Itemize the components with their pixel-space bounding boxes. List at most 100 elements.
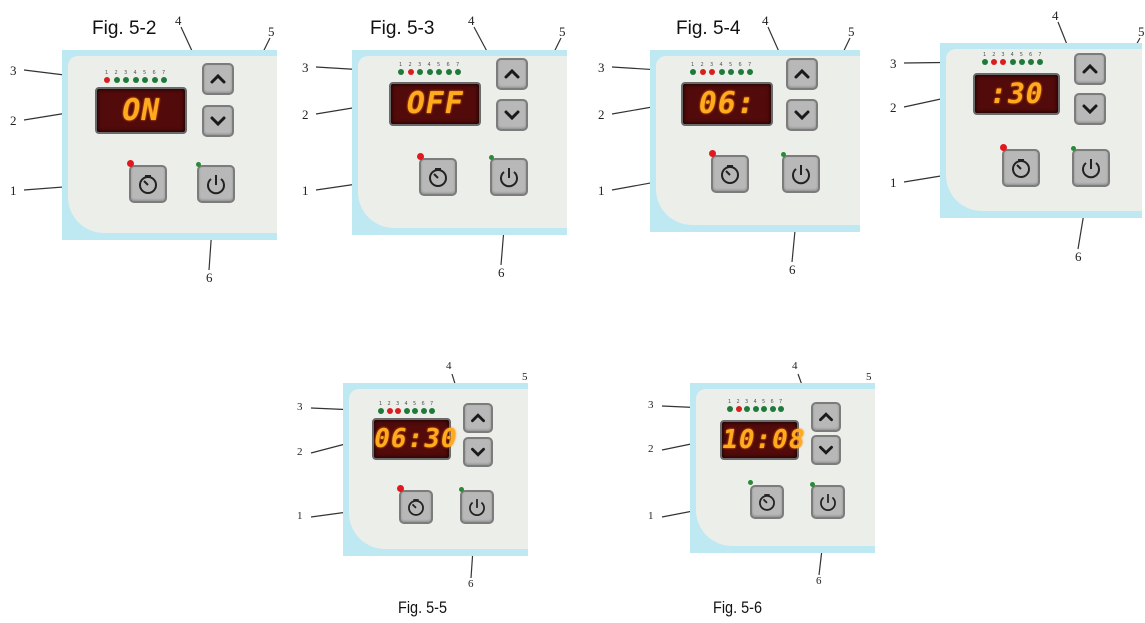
indicator-light-3 (1000, 59, 1007, 65)
down-button[interactable] (463, 437, 493, 467)
callout-3: 3 (302, 60, 309, 75)
callout-6: 6 (468, 578, 474, 590)
callout-4: 4 (468, 13, 475, 28)
indicator-light-6 (445, 69, 452, 75)
indicator-light-3 (744, 406, 750, 412)
power-button[interactable] (1072, 149, 1110, 187)
timer-led (1000, 144, 1007, 151)
indicator-number: 1 (691, 62, 695, 68)
up-button[interactable] (496, 58, 528, 90)
up-button[interactable] (786, 58, 818, 90)
timer-button[interactable] (399, 490, 433, 524)
callout-4: 4 (1052, 8, 1059, 23)
indicator-number: 5 (729, 62, 733, 68)
timer-led (417, 153, 424, 160)
callout-1: 1 (598, 183, 605, 198)
callout-3: 3 (598, 60, 605, 75)
display-text: 10:08 (719, 425, 808, 455)
indicator-light-7 (747, 69, 753, 75)
up-button[interactable] (811, 402, 841, 432)
down-button[interactable] (202, 105, 234, 137)
callout-5: 5 (848, 24, 855, 39)
indicator-light-1 (690, 69, 696, 75)
power-button[interactable] (197, 165, 235, 203)
down-button[interactable] (811, 435, 841, 465)
timer-button[interactable] (1002, 149, 1040, 187)
indicator-number: 6 (770, 399, 774, 405)
indicator-light-2 (699, 69, 706, 75)
indicator-light-1 (378, 408, 384, 414)
indicator-number: 5 (413, 401, 417, 407)
indicator-number: 3 (710, 62, 714, 68)
timer-button[interactable] (419, 158, 457, 196)
power-led (459, 487, 464, 492)
callout-4: 4 (175, 13, 182, 28)
indicator-light-5 (412, 408, 418, 414)
callout-2: 2 (598, 107, 605, 122)
indicator-number: 2 (700, 62, 704, 68)
callout-3: 3 (297, 401, 303, 413)
indicator-light-2 (991, 59, 998, 65)
indicator-number: 6 (738, 62, 742, 68)
indicator-number: 6 (152, 70, 156, 76)
power-led (1071, 146, 1076, 151)
callout-6: 6 (1075, 249, 1082, 264)
indicator-light-6 (151, 77, 158, 83)
indicator-light-7 (455, 69, 461, 75)
indicator-light-3 (417, 69, 423, 75)
down-button[interactable] (496, 99, 528, 131)
callout-3: 3 (648, 399, 654, 411)
indicator-light-7 (778, 406, 784, 412)
callout-1: 1 (302, 183, 309, 198)
callout-1: 1 (297, 510, 303, 522)
led-display: ON (95, 87, 187, 134)
power-button[interactable] (490, 158, 528, 196)
indicator-light-1 (727, 406, 733, 412)
callout-4: 4 (762, 13, 769, 28)
indicator-number: 4 (427, 62, 431, 68)
indicator-number: 1 (379, 401, 383, 407)
indicator-number: 1 (105, 70, 109, 76)
indicator-number: 6 (446, 62, 450, 68)
timer-button[interactable] (711, 155, 749, 193)
power-button[interactable] (811, 485, 845, 519)
indicator-number: 1 (728, 399, 732, 405)
up-button[interactable] (1074, 53, 1106, 85)
callout-6: 6 (206, 270, 213, 285)
indicator-light-5 (142, 77, 148, 83)
indicator-light-5 (1018, 59, 1025, 65)
power-button[interactable] (460, 490, 494, 524)
led-display: 06:30 (371, 418, 460, 460)
power-led (781, 152, 786, 157)
indicator-number: 7 (430, 401, 434, 407)
indicator-number: 5 (762, 399, 766, 405)
timer-button[interactable] (750, 485, 784, 519)
indicator-light-2 (735, 406, 742, 412)
indicator-light-2 (407, 69, 414, 75)
callout-3: 3 (10, 63, 17, 78)
indicator-number: 7 (1038, 52, 1042, 58)
timer-button[interactable] (129, 165, 167, 203)
indicator-light-7 (429, 408, 435, 414)
indicator-light-3 (123, 77, 129, 83)
indicator-number: 3 (418, 62, 422, 68)
up-button[interactable] (463, 403, 493, 433)
up-button[interactable] (202, 63, 234, 95)
callout-3: 3 (890, 56, 897, 71)
indicator-number: 7 (162, 70, 166, 76)
indicator-light-3 (395, 408, 401, 414)
down-button[interactable] (786, 99, 818, 131)
callout-4: 4 (446, 360, 452, 372)
callout-4: 4 (792, 360, 798, 372)
callout-2: 2 (10, 113, 17, 128)
callout-2: 2 (297, 446, 303, 458)
indicator-light-5 (728, 69, 734, 75)
indicator-light-7 (161, 77, 167, 83)
power-button[interactable] (782, 155, 820, 193)
down-button[interactable] (1074, 93, 1106, 125)
